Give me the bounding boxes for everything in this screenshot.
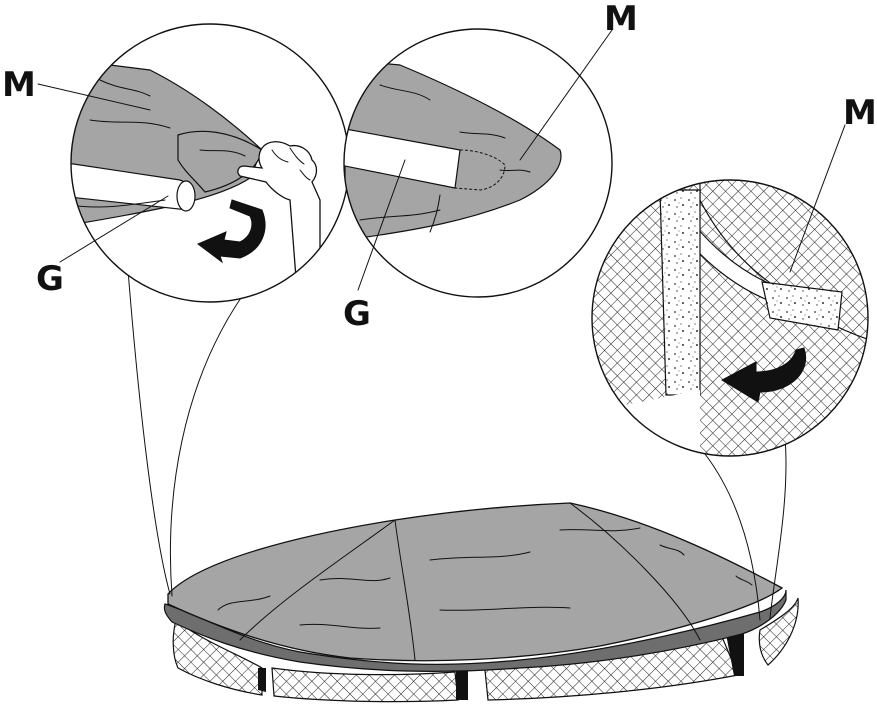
label-pointers bbox=[37, 29, 846, 291]
mesh-padding bbox=[271, 667, 459, 703]
detail-circle-right bbox=[591, 179, 869, 457]
padding-strap bbox=[659, 189, 701, 396]
strap-clip bbox=[258, 668, 266, 692]
strap-clip bbox=[456, 668, 468, 700]
label-m-middle: M bbox=[604, 0, 638, 39]
detail-circle-left bbox=[70, 23, 350, 303]
cover-edge bbox=[163, 589, 787, 672]
label-g-middle: G bbox=[343, 294, 371, 334]
trampoline-base bbox=[163, 502, 799, 703]
velcro-strap bbox=[761, 281, 843, 331]
detail-circle-middle bbox=[343, 28, 613, 298]
curved-arrow-left-icon bbox=[720, 347, 807, 403]
strap-clip bbox=[726, 632, 744, 676]
label-g-left: G bbox=[36, 259, 64, 299]
mesh-padding bbox=[758, 597, 799, 666]
curved-arrow-icon bbox=[197, 199, 266, 264]
mesh-padding bbox=[172, 618, 263, 696]
leader-lines bbox=[127, 269, 787, 621]
label-m-right: M bbox=[843, 93, 877, 133]
label-m-left: M bbox=[2, 65, 36, 105]
